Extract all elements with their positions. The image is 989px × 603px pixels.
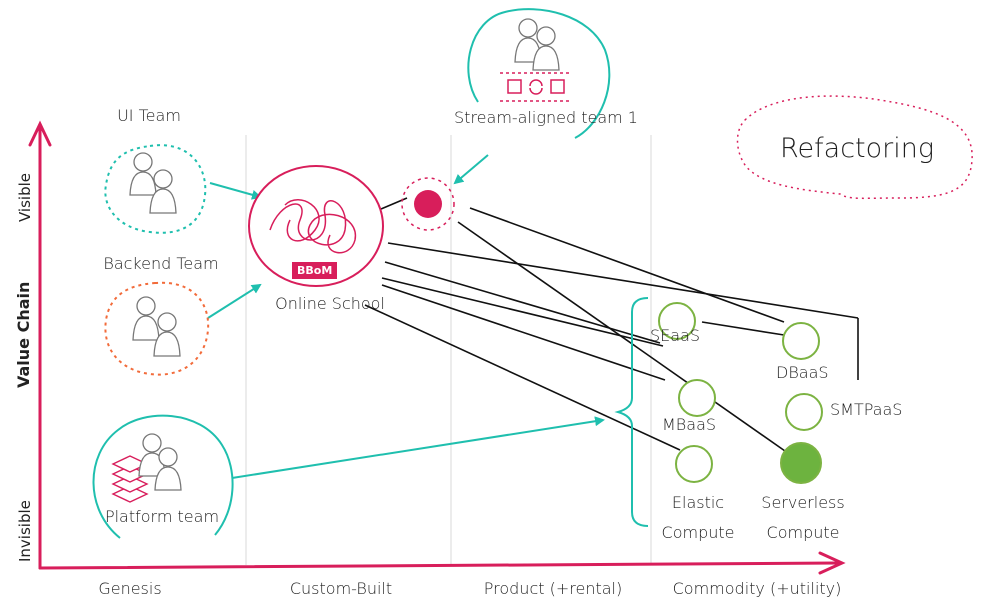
stage-gridlines [245, 135, 652, 565]
person-group-icon [138, 433, 182, 491]
online-school-label: Online School [275, 294, 385, 313]
dbaas-label: DBaaS [776, 363, 829, 382]
person-group-icon [132, 296, 181, 357]
serverless-label-2: Compute [766, 523, 840, 542]
ui-team-boundary [104, 144, 207, 234]
backend-team-label: Backend Team [103, 254, 219, 273]
platform-stack-icon [111, 455, 149, 503]
stage-product: Product (+rental) [483, 579, 623, 598]
team-arrows [207, 154, 605, 479]
seaas-node [658, 302, 696, 340]
stream-team-label: Stream-aligned team 1 [454, 108, 638, 127]
stage-custom-built: Custom-Built [289, 579, 393, 598]
stream-team-boundary [467, 8, 611, 139]
refactoring-note: Refactoring [780, 133, 935, 164]
stream-team-node [401, 177, 455, 231]
serverless-label-1: Serverless [761, 493, 845, 512]
elastic-compute-node [675, 445, 713, 483]
stage-genesis: Genesis [98, 579, 162, 598]
online-school-node [248, 165, 384, 287]
backend-team-boundary [104, 281, 210, 376]
y-axis-visible-label: Visible [16, 173, 34, 222]
bbom-badge: BBoM [292, 262, 338, 279]
platform-team-boundary [92, 414, 234, 539]
platform-team-label: Platform team [104, 507, 220, 526]
mbaas-node [678, 379, 716, 417]
smtpaas-label: SMTPaaS [830, 400, 903, 419]
dbaas-node [782, 322, 820, 360]
person-group-icon [514, 18, 560, 71]
stage-commodity: Commodity (+utility) [672, 579, 842, 598]
capability-brace [614, 297, 649, 527]
serverless-compute-node [780, 442, 822, 484]
elastic-label-2: Compute [661, 523, 735, 542]
refactoring-cloud [736, 95, 973, 200]
mbaas-label: MBaaS [662, 415, 717, 434]
commodity-nodes [658, 302, 823, 484]
smtpaas-node [785, 393, 823, 431]
axes [28, 120, 846, 575]
tangle-icon [269, 199, 356, 254]
y-axis-title: Value Chain [14, 281, 33, 388]
stream-flow-icon [500, 72, 572, 102]
seaas-label: SEaaS [650, 326, 701, 345]
person-group-icon [129, 152, 177, 214]
dependency-lines [364, 197, 859, 452]
ui-team-label: UI Team [117, 106, 181, 125]
elastic-label-1: Elastic [671, 493, 725, 512]
y-axis-invisible-label: Invisible [16, 500, 34, 562]
